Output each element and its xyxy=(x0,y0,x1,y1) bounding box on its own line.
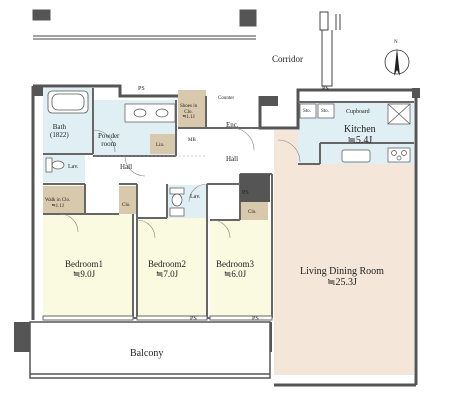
hall-left-label: Hall xyxy=(120,163,133,171)
ps-label: PS xyxy=(242,190,249,196)
mb-label: MB xyxy=(188,138,196,143)
corridor-structure xyxy=(32,9,341,87)
closet-center-label: Clo. xyxy=(122,203,131,208)
kitchen-label: Kitchen ≒5.4J xyxy=(344,124,376,146)
living-dining-label: Living Dining Room ≒25.3J xyxy=(300,266,384,288)
lin-floor xyxy=(150,134,176,154)
clo-right-floor xyxy=(240,202,268,220)
balcony-label: Balcony xyxy=(130,348,164,359)
bedroom3-floor xyxy=(210,220,272,318)
lav-left-label: Lav. xyxy=(68,164,79,170)
bedroom3-label: Bedroom3 ≒6.0J xyxy=(216,259,254,279)
powder-room-label: Powder room xyxy=(98,132,120,148)
cupboard-label: Cupboard xyxy=(346,109,370,115)
sink-icons xyxy=(124,103,176,123)
lav-right-label: Lav. xyxy=(190,194,201,200)
closet-right-label: Clo. xyxy=(248,210,257,215)
walkin-closet-label: Walk in Clo. ≒1.1J xyxy=(45,198,71,209)
storage-label: Sto. xyxy=(303,109,311,114)
hall-right-label: Hall xyxy=(226,155,239,163)
entrance-label: Enc. xyxy=(226,121,239,129)
bedroom2-floor xyxy=(137,218,207,318)
compass-north-label: N xyxy=(394,40,398,45)
shoes-closet-floor xyxy=(178,90,206,128)
storage-label: Sto. xyxy=(321,109,329,114)
ps-label: PS xyxy=(138,86,145,92)
ps-label: PS xyxy=(252,316,259,322)
ps-label: PS xyxy=(322,86,329,92)
living-dining-floor-upper xyxy=(274,130,298,152)
living-dining-floor xyxy=(274,130,414,375)
bedroom2-label: Bedroom2 ≒7.0J xyxy=(148,259,186,279)
door-swings xyxy=(59,127,301,239)
lin-label: Lin. xyxy=(156,143,165,148)
clo-center-floor xyxy=(119,186,137,214)
bedroom1-label: Bedroom1 ≒9.0J xyxy=(65,259,103,279)
north-arrow xyxy=(384,48,410,76)
toilet-icons xyxy=(45,157,185,217)
exterior-walls xyxy=(31,84,418,387)
ps-label: PS xyxy=(190,316,197,322)
bath-label: Bath (1822) xyxy=(50,123,69,139)
counter-label: Counter xyxy=(218,96,235,101)
kitchen-fixtures xyxy=(299,103,411,163)
walkin-closet-floor xyxy=(43,186,85,214)
bedroom1-floor xyxy=(43,214,133,318)
shoes-closet-label: Shoes in Clo. ≒1.1J xyxy=(180,104,198,120)
windows xyxy=(42,315,273,321)
bathtub-icon xyxy=(47,90,89,114)
balcony-outline xyxy=(29,321,271,379)
corridor-label: Corridor xyxy=(272,54,303,64)
